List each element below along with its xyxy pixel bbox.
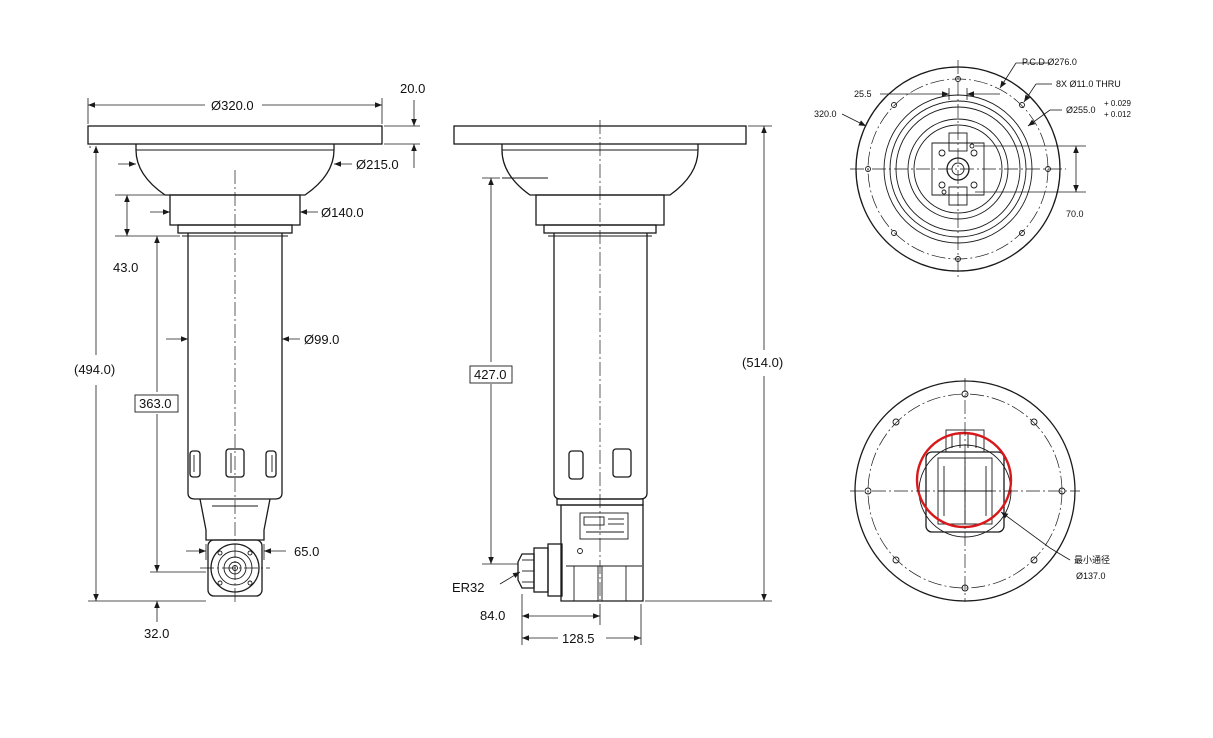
tube-diameter-label: Ø99.0	[304, 332, 339, 347]
bottom-view: 最小通径 Ø137.0	[850, 378, 1110, 602]
collet-nut	[517, 553, 535, 589]
side-view: 427.0 (514.0) ER32 84.0 128.5	[452, 120, 783, 646]
outer-diameter-label: 320.0	[814, 109, 837, 119]
head-depth-label: 128.5	[562, 631, 595, 646]
front-flange	[87, 125, 383, 145]
overall-length-label: (494.0)	[74, 362, 115, 377]
slot-offset-label: 25.5	[854, 89, 872, 99]
head-width-label: 65.0	[294, 544, 319, 559]
collar-height-label: 43.0	[113, 260, 138, 275]
flange-thickness-label: 20.0	[400, 81, 425, 96]
key-height-label: 70.0	[1066, 209, 1084, 219]
min-bore-ring	[915, 431, 1013, 529]
tolerance-upper: + 0.029	[1104, 99, 1131, 108]
collet-label: ER32	[452, 580, 485, 595]
front-view: Ø320.0 20.0 Ø215.0 Ø140.0 43.0 Ø99.0 (49…	[74, 81, 425, 641]
front-tube	[187, 233, 283, 500]
top-view: P.C.D Ø276.0 8X Ø11.0 THRU Ø255.0 + 0.02…	[814, 57, 1131, 278]
pilot-diameter-label: Ø255.0	[1066, 105, 1096, 115]
bore-label: 最小通径	[1074, 554, 1110, 565]
bottom-offset-label: 32.0	[144, 626, 169, 641]
taper-diameter-label: Ø215.0	[356, 157, 399, 172]
collar-diameter-label: Ø140.0	[321, 205, 364, 220]
holes-label: 8X Ø11.0 THRU	[1056, 79, 1121, 89]
side-tube	[553, 233, 648, 500]
bore-diameter-label: Ø137.0	[1076, 571, 1106, 581]
nose-offset-label: 84.0	[480, 608, 505, 623]
tube-length-label: 363.0	[139, 396, 172, 411]
side-gear-head	[560, 504, 644, 602]
spindle-length-label: 427.0	[474, 367, 507, 382]
side-overall-length-label: (514.0)	[742, 355, 783, 370]
pcd-label: P.C.D Ø276.0	[1022, 57, 1077, 67]
tolerance-lower: + 0.012	[1104, 110, 1131, 119]
flange-diameter-label: Ø320.0	[211, 98, 254, 113]
